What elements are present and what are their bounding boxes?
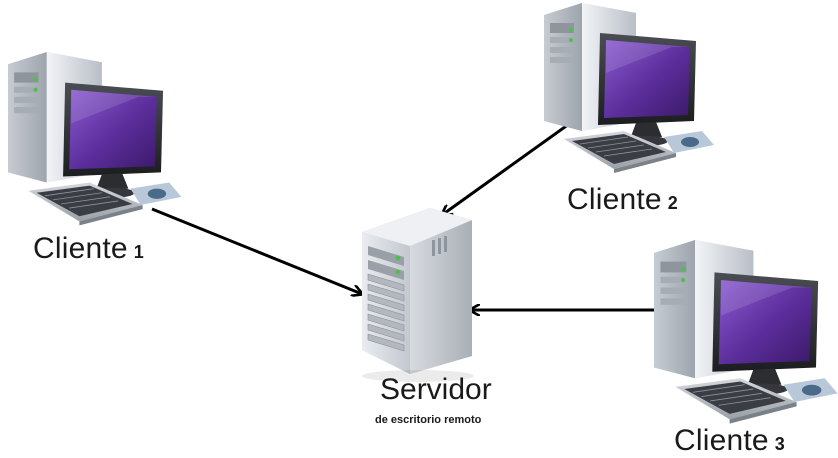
- client-2-desktop-computer-icon: [543, 2, 715, 174]
- server-sublabel: de escritorio remoto: [375, 414, 482, 426]
- arrow-client1-to-server: [151, 207, 362, 294]
- connection-arrows: [151, 117, 656, 310]
- client-3-desktop-computer-icon: [653, 239, 838, 425]
- server-label: Servidor: [380, 373, 492, 406]
- arrow-client2-to-server: [442, 117, 577, 215]
- server-tower-icon: [362, 208, 474, 382]
- client-1-desktop-computer-icon: [7, 51, 182, 226]
